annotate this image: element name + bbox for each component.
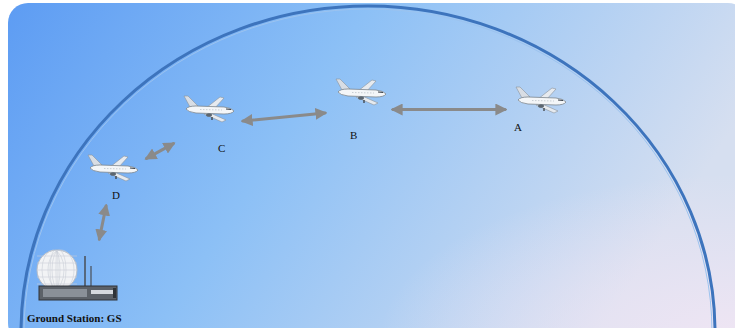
aircraft-node: C: [176, 93, 240, 156]
airplane-icon: [80, 152, 142, 186]
link-arrow: [99, 206, 106, 239]
link-arrow: [243, 113, 325, 121]
coverage-arc-inner: [24, 9, 712, 328]
aircraft-node: D: [80, 152, 144, 203]
link-arrow: [147, 144, 174, 159]
aircraft-node: A: [508, 84, 574, 135]
sky-glow: [8, 3, 735, 328]
aircraft-letter: B: [350, 129, 357, 142]
airplane-icon: [508, 84, 570, 118]
aircraft-node: B: [328, 76, 390, 143]
aircraft-letter: C: [218, 142, 225, 155]
ground-station-icon: [25, 242, 125, 308]
aircraft-letter: A: [514, 121, 522, 134]
sky-panel: [8, 3, 735, 328]
airplane-icon: [328, 76, 390, 110]
station-label: Ground Station: GS: [27, 312, 122, 325]
link-arrow: [393, 108, 505, 111]
airplane-icon: [176, 93, 238, 127]
coverage-arc: [21, 6, 715, 328]
ground-station-node: Ground Station: GS: [25, 242, 155, 326]
aircraft-letter: D: [112, 189, 120, 202]
